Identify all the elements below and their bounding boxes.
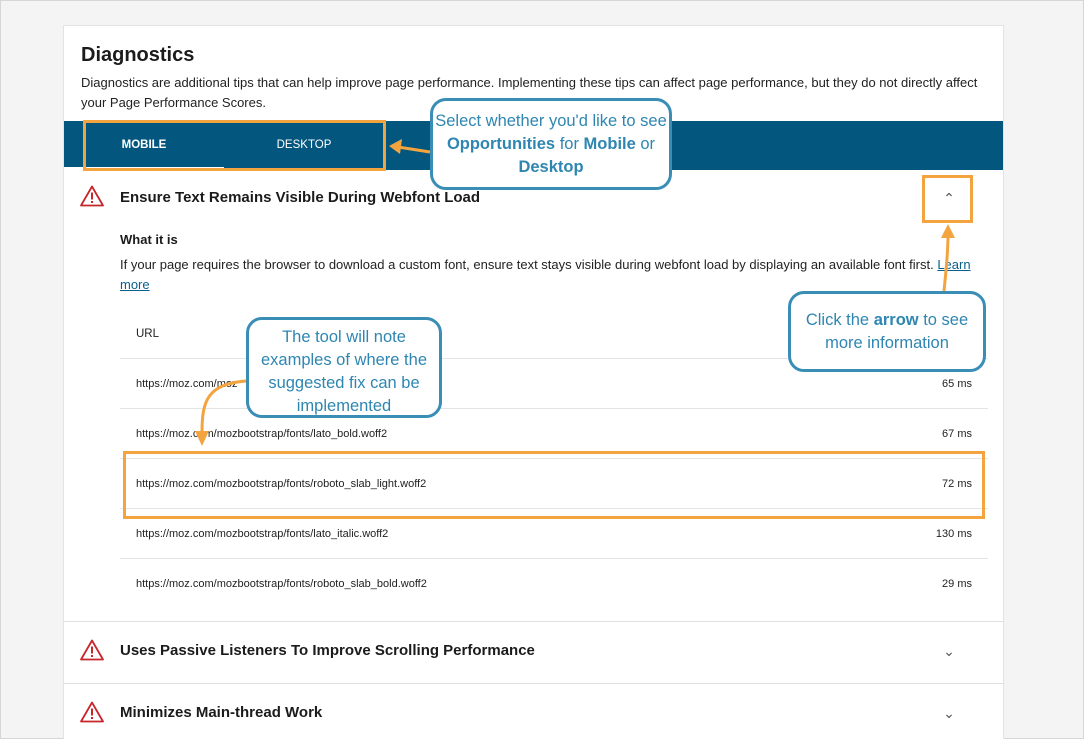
callout-examples-text: The tool will note examples of where the… (260, 328, 427, 415)
warning-icon (80, 185, 104, 207)
table-header-row: URL (120, 309, 988, 359)
callout-tabs-text: or (635, 135, 656, 153)
section-header-main-thread[interactable]: Minimizes Main-thread Work ⌄ (64, 684, 1003, 739)
section-divider (64, 683, 1003, 684)
callout-tabs: Select whether you'd like to see Opportu… (430, 98, 672, 190)
section-header-passive-listeners[interactable]: Uses Passive Listeners To Improve Scroll… (64, 622, 1003, 684)
callout-arrow-text: Click the (805, 311, 874, 329)
callout-tabs-bold: Mobile (583, 135, 636, 153)
callout-arrow: Click the arrow to see more information (788, 291, 986, 372)
page-title: Diagnostics (81, 44, 195, 66)
callout-arrow-text: to see more information (825, 311, 969, 352)
table-row: https://moz.com/mozbootstrap/fonts/lato_… (120, 509, 988, 559)
table-row: https://moz.com/mozbootstrap/fonts/robot… (120, 459, 988, 509)
what-it-is-heading: What it is (120, 232, 178, 247)
table-cell-ms: 130 ms (935, 528, 972, 540)
what-it-is-body: If your page requires the browser to dow… (120, 257, 934, 272)
resource-table: URL https://moz.com/moz 65 ms https://mo… (120, 309, 988, 609)
callout-tabs-bold: Desktop (518, 158, 584, 176)
section-divider (64, 621, 1003, 622)
arrow-highlight-box (922, 175, 973, 223)
tabs-highlight-box (83, 120, 386, 171)
chevron-down-icon[interactable]: ⌄ (943, 705, 955, 721)
warning-icon (80, 639, 104, 661)
callout-examples: The tool will note examples of where the… (246, 317, 442, 418)
table-header-url: URL (136, 328, 160, 340)
callout-arrow-bold: arrow (873, 311, 919, 329)
table-cell-ms: 72 ms (942, 478, 972, 490)
callout-tabs-bold: Opportunities (446, 135, 556, 153)
table-row: https://moz.com/mozbootstrap/fonts/robot… (120, 559, 988, 609)
table-cell-url: https://moz.com/moz (136, 378, 238, 390)
table-cell-ms: 65 ms (942, 378, 972, 390)
tab-desktop[interactable]: DESKTOP (276, 139, 332, 151)
table-cell-ms: 29 ms (942, 578, 972, 590)
table-cell-url: https://moz.com/mozbootstrap/fonts/lato_… (136, 528, 389, 540)
table-cell-ms: 67 ms (942, 428, 972, 440)
table-cell-url: https://moz.com/mozbootstrap/fonts/robot… (136, 478, 427, 490)
section-title: Minimizes Main-thread Work (120, 704, 323, 721)
callout-tabs-text: Select whether you'd like to see (435, 112, 667, 130)
section-title: Uses Passive Listeners To Improve Scroll… (120, 642, 535, 659)
chevron-down-icon[interactable]: ⌄ (943, 643, 955, 659)
chevron-up-icon[interactable]: ⌃ (943, 190, 955, 206)
warning-icon (80, 701, 104, 723)
row-highlight-box (123, 451, 985, 519)
table-cell-url: https://moz.com/mozbootstrap/fonts/robot… (136, 578, 427, 590)
section-header-webfont[interactable]: Ensure Text Remains Visible During Webfo… (64, 170, 1003, 232)
section-title: Ensure Text Remains Visible During Webfo… (120, 189, 481, 206)
callout-tabs-text: for (555, 135, 584, 153)
diagnostics-description: Diagnostics are additional tips that can… (81, 75, 978, 110)
what-it-is-text: If your page requires the browser to dow… (120, 255, 990, 295)
